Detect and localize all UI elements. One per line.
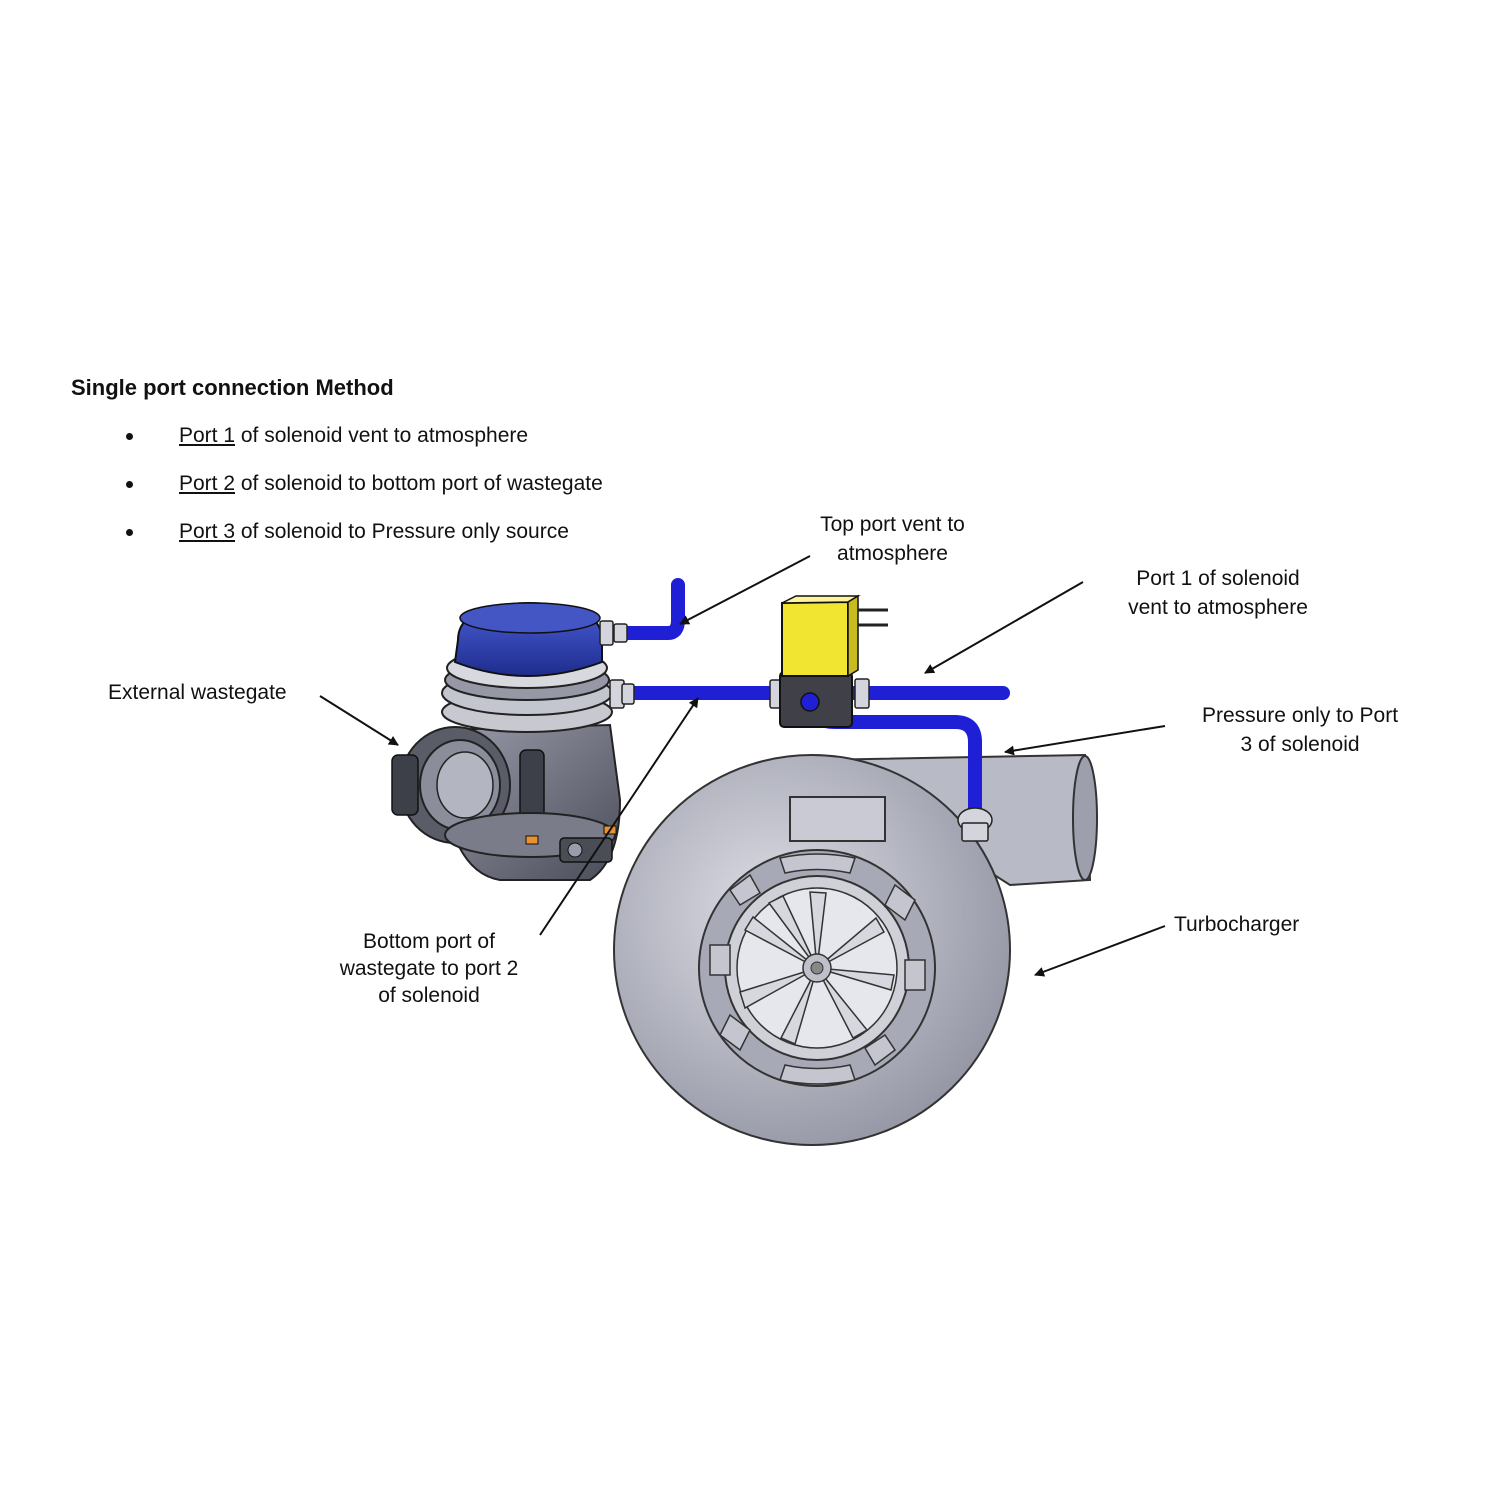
label-line: Top port vent to bbox=[820, 513, 965, 536]
label-line: Port 1 of solenoid bbox=[1136, 567, 1300, 590]
hose-fittings bbox=[599, 620, 993, 842]
port-ref: Port 1 bbox=[179, 424, 236, 447]
label-line: Pressure only to Port bbox=[1201, 704, 1399, 727]
label-line: Bottom port of bbox=[363, 930, 495, 953]
label-port1: Port 1 of solenoid vent to atmosphere bbox=[1100, 564, 1336, 622]
list-item: Port 3 of solenoid to Pressure only sour… bbox=[122, 519, 603, 567]
list-item-text: of solenoid vent to atmosphere bbox=[235, 424, 529, 447]
label-line: atmosphere bbox=[837, 542, 948, 565]
label-turbocharger: Turbocharger bbox=[1174, 913, 1300, 936]
external-wastegate bbox=[391, 601, 622, 881]
port-ref: Port 2 bbox=[179, 472, 236, 495]
solenoid bbox=[779, 594, 888, 728]
label-bottom-port: Bottom port of wastegate to port 2 of so… bbox=[318, 928, 540, 1009]
instruction-list: Port 1 of solenoid vent to atmosphere Po… bbox=[122, 423, 603, 567]
turbocharger bbox=[613, 753, 1098, 1146]
label-external-wastegate: External wastegate bbox=[108, 681, 287, 704]
list-item: Port 1 of solenoid vent to atmosphere bbox=[122, 423, 603, 471]
label-line: vent to atmosphere bbox=[1128, 596, 1308, 619]
bullet-icon bbox=[126, 481, 133, 488]
list-item-text: of solenoid to bottom port of wastegate bbox=[235, 472, 603, 495]
port-ref: Port 3 bbox=[179, 520, 236, 543]
label-pressure: Pressure only to Port 3 of solenoid bbox=[1175, 701, 1425, 759]
list-item-text: of solenoid to Pressure only source bbox=[235, 520, 569, 543]
page-heading: Single port connection Method bbox=[71, 375, 394, 400]
leader-arrows bbox=[319, 555, 1166, 977]
bullet-icon bbox=[126, 529, 133, 536]
label-line: wastegate to port 2 bbox=[339, 957, 519, 980]
label-line: of solenoid bbox=[378, 984, 480, 1007]
list-item: Port 2 of solenoid to bottom port of was… bbox=[122, 471, 603, 519]
bullet-icon bbox=[126, 433, 133, 440]
label-top-port: Top port vent to atmosphere bbox=[790, 510, 995, 568]
label-line: 3 of solenoid bbox=[1240, 733, 1360, 756]
